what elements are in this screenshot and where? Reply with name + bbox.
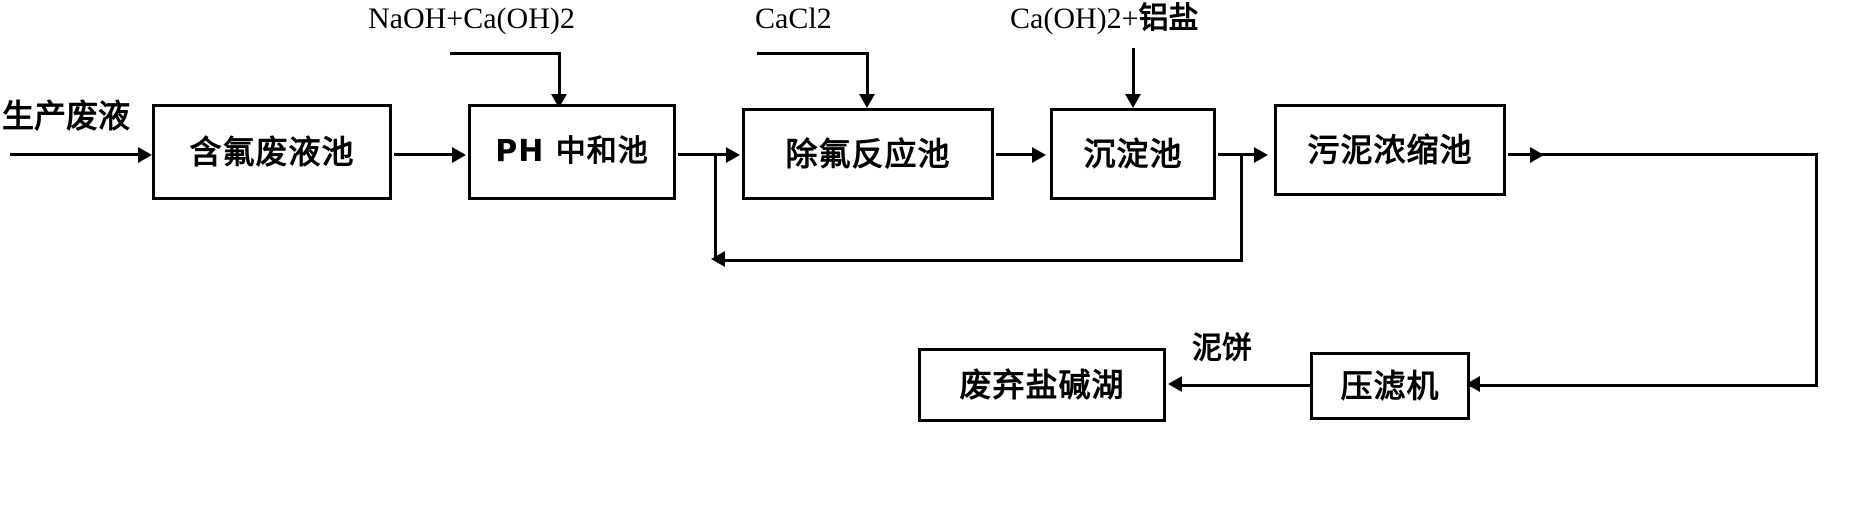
recycle-return-riser xyxy=(714,153,717,261)
feed-arrowhead xyxy=(138,147,152,163)
recycle-return-horizontal-line xyxy=(718,259,1243,262)
node-fluoride-waste-tank-label: 含氟废液池 xyxy=(189,133,355,171)
edge-sludge-to-right-riser-line xyxy=(1508,153,1818,156)
node-filter-press-label: 压滤机 xyxy=(1340,367,1440,405)
feed-label-production-waste-liquid: 生产废液 xyxy=(2,97,131,135)
reagent-2-arrowhead xyxy=(859,94,875,108)
edge-sedimentation-to-sludge-line xyxy=(1218,153,1256,156)
reagent-label-caoh2-aluminum-salt: Ca(OH)2+铝盐 xyxy=(1010,4,1199,34)
edge-ph-to-defluorination-arrowhead xyxy=(726,147,740,163)
edge-downcomer-to-filter-press-line xyxy=(1468,384,1818,387)
edge-sedimentation-to-sludge-arrowhead xyxy=(1254,147,1268,163)
node-fluoride-waste-tank[interactable]: 含氟废液池 xyxy=(152,104,392,200)
node-saline-alkali-lake-label: 废弃盐碱湖 xyxy=(959,366,1125,404)
reagent-label-cacl2: CaCl2 xyxy=(755,2,832,35)
recycle-downcomer-from-sedimentation xyxy=(1240,153,1243,261)
reagent-1-horizontal-line xyxy=(450,52,560,55)
node-sedimentation-tank[interactable]: 沉淀池 xyxy=(1050,108,1216,200)
node-filter-press[interactable]: 压滤机 xyxy=(1310,352,1470,420)
edge-waste-to-ph-arrowhead xyxy=(452,147,466,163)
reagent-2-horizontal-line xyxy=(757,52,869,55)
node-ph-neutralization-tank-label: PH 中和池 xyxy=(495,134,649,169)
reagent-3-chem-part: Ca(OH)2+ xyxy=(1010,2,1139,35)
edge-defluorination-to-sedimentation-arrowhead xyxy=(1032,147,1046,163)
edge-filter-press-to-lake-line xyxy=(1180,384,1312,387)
reagent-3-arrowhead xyxy=(1125,94,1141,108)
feed-arrow-line xyxy=(10,153,140,156)
edge-label-mud-cake: 泥饼 xyxy=(1192,331,1252,366)
edge-waste-to-ph-line xyxy=(394,153,454,156)
sludge-to-filter-press-downcomer xyxy=(1815,153,1818,386)
reagent-3-vertical-line xyxy=(1132,48,1135,96)
node-sludge-thickening-tank-label: 污泥浓缩池 xyxy=(1307,131,1473,169)
edge-sludge-outlet-arrowhead xyxy=(1530,147,1544,163)
node-defluorination-reaction-tank[interactable]: 除氟反应池 xyxy=(742,108,994,200)
edge-ph-to-defluorination-line xyxy=(678,153,728,156)
node-defluorination-reaction-tank-label: 除氟反应池 xyxy=(785,135,951,173)
reagent-label-naoh-caoh2: NaOH+Ca(OH)2 xyxy=(368,2,575,35)
edge-defluorination-to-sedimentation-line xyxy=(996,153,1034,156)
node-sedimentation-tank-label: 沉淀池 xyxy=(1083,135,1183,173)
node-sludge-thickening-tank[interactable]: 污泥浓缩池 xyxy=(1274,104,1506,196)
node-ph-neutralization-tank[interactable]: PH 中和池 xyxy=(468,104,676,200)
edge-filter-press-to-lake-arrowhead xyxy=(1168,376,1182,392)
reagent-2-vertical-line xyxy=(866,52,869,96)
reagent-1-vertical-line xyxy=(558,52,561,96)
node-saline-alkali-lake[interactable]: 废弃盐碱湖 xyxy=(918,348,1166,422)
reagent-3-cjk-part: 铝盐 xyxy=(1138,1,1199,36)
